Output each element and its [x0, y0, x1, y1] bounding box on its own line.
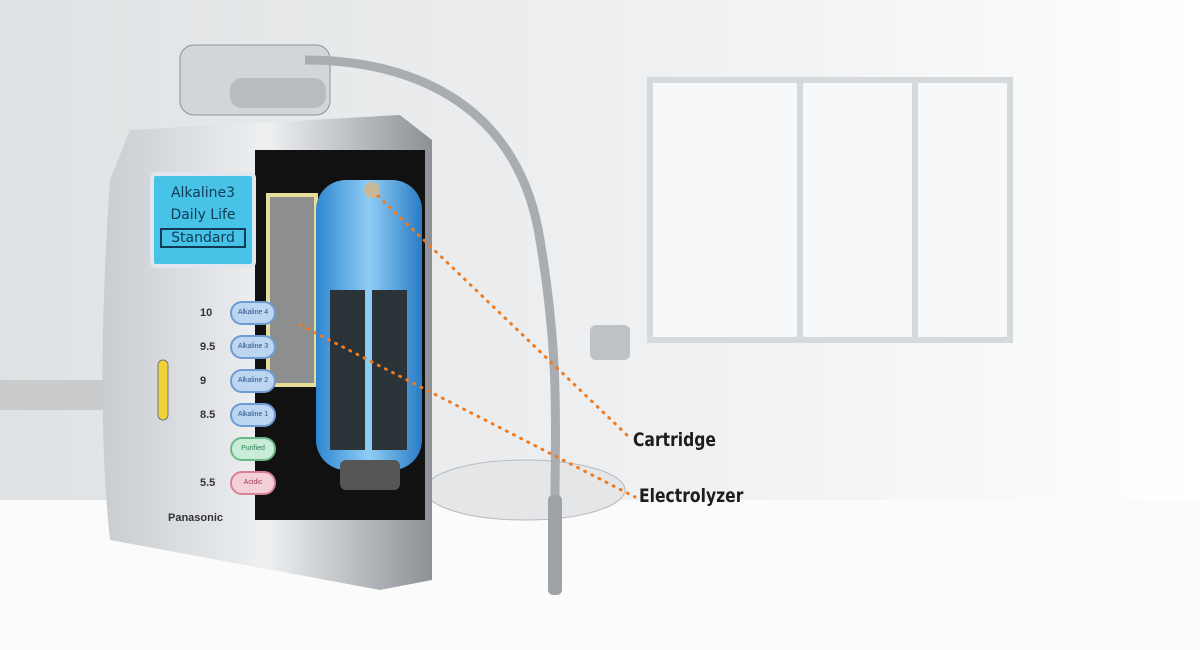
cartridge-base — [340, 460, 400, 490]
cartridge-callout-line — [376, 194, 632, 440]
acidic-button[interactable]: Acidic — [230, 471, 276, 495]
display-line-3: Standard — [160, 228, 246, 248]
toaster — [590, 325, 630, 360]
purified-button[interactable]: Purified — [230, 437, 276, 461]
level-value: 8.5 — [200, 409, 216, 421]
faucet-buttons — [230, 78, 326, 108]
alkaline-2-button[interactable]: Alkaline 2 — [230, 369, 276, 393]
hose — [304, 55, 561, 501]
alkaline-3-button[interactable]: Alkaline 3 — [230, 335, 276, 359]
mode-panel: 10 Alkaline 4 9.5 Alkaline 3 9 Alkaline 2 8… — [200, 296, 276, 500]
level-value: 9 — [200, 375, 207, 387]
level-value: 10 — [200, 307, 213, 319]
level-value: 9.5 — [200, 341, 216, 353]
cartridge-label: Cartridge — [633, 429, 716, 451]
lcd-display: Alkaline3 Daily Life Standard — [150, 172, 256, 268]
brand-logo: Panasonic — [168, 512, 224, 524]
display-line-1: Alkaline3 — [170, 185, 236, 201]
window — [647, 77, 1013, 343]
alkaline-1-button[interactable]: Alkaline 1 — [230, 403, 276, 427]
alkaline-4-button[interactable]: Alkaline 4 — [230, 301, 276, 325]
electrolyzer-callout-line — [298, 323, 637, 499]
spout — [548, 495, 562, 595]
cartridge-life-meter — [157, 359, 169, 421]
electrolyzer — [266, 193, 318, 387]
electrolyzer-label: Electrolyzer — [639, 485, 744, 507]
display-line-2: Daily Life — [170, 207, 236, 223]
sink-bowl — [424, 459, 626, 521]
level-value: 5.5 — [200, 477, 216, 489]
